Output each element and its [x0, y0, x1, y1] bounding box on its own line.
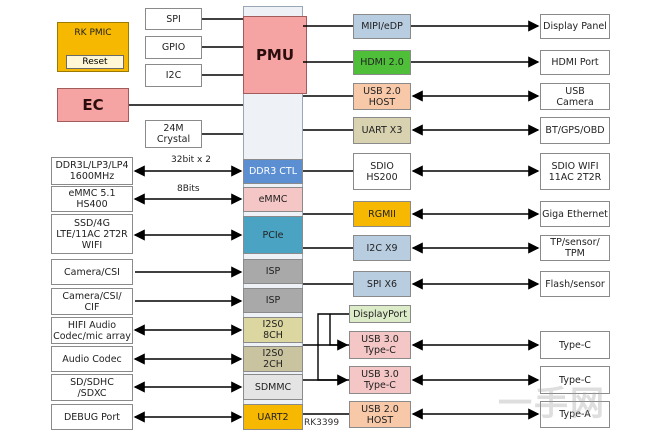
right-device-flash-sensor: Flash/sensor — [540, 271, 610, 297]
port-i2c-x9: I2C X9 — [353, 235, 411, 261]
left-device-audio-codec: Audio Codec — [51, 346, 133, 372]
left-device-debug-port: DEBUG Port — [51, 404, 133, 430]
port-mipi-edp: MIPI/eDP — [353, 14, 411, 39]
port-i2s0-8ch: I2S0 8CH — [243, 317, 303, 343]
port-uart-x3: UART X3 — [353, 117, 411, 144]
ddr-bus-label: 32bit x 2 — [171, 155, 211, 165]
port-emmc: eMMC — [243, 187, 303, 212]
reset-button[interactable]: Reset — [66, 55, 124, 69]
port-sdmmc: SDMMC — [243, 374, 303, 400]
rk-pmic-title: RK PMIC — [74, 28, 112, 38]
port-sdio: SDIO HS200 — [353, 153, 411, 190]
port-isp-1: ISP — [243, 259, 303, 284]
right-device-usb-camera: USB Camera — [540, 83, 610, 110]
left-device-emmc: eMMC 5.1 HS400 — [51, 186, 133, 212]
watermark: 一手网 — [498, 384, 606, 424]
right-device-type-c-1: Type-C — [540, 331, 610, 359]
port-i2s0-2ch: I2S0 2CH — [243, 346, 303, 372]
port-uart2: UART2 — [243, 404, 303, 430]
right-device-display-panel: Display Panel — [540, 14, 610, 39]
pmu-iface-i2c: I2C — [145, 64, 202, 87]
right-device-hdmi-port: HDMI Port — [540, 50, 610, 75]
left-device-hifi-audio: HIFI Audio Codec/mic array — [51, 317, 133, 344]
port-displayport: DisplayPort — [349, 305, 411, 323]
left-device-ssd-lte-wifi: SSD/4G LTE/11AC 2T2R WIFI — [51, 214, 133, 254]
port-usb2-host-1: USB 2.0 HOST — [353, 83, 411, 110]
emmc-bus-label: 8Bits — [177, 184, 200, 194]
right-device-type-c-2: Type-C — [540, 366, 610, 394]
port-usb3-typec-2: USB 3.0 Type-C — [349, 366, 411, 394]
right-device-bt-gps-obd: BT/GPS/OBD — [540, 117, 610, 144]
right-device-giga-ethernet: Giga Ethernet — [540, 201, 610, 227]
left-device-ddr: DDR3L/LP3/LP4 1600MHz — [51, 157, 133, 185]
port-pcie: PCIe — [243, 216, 303, 254]
right-device-sdio-wifi: SDIO WIFI 11AC 2T2R — [540, 153, 610, 190]
pmu-block: PMU — [243, 16, 307, 94]
rk3399-label: RK3399 — [304, 418, 340, 428]
port-spi-x6: SPI X6 — [353, 271, 411, 297]
crystal-block: 24M Crystal — [145, 120, 202, 148]
rk-pmic-block: RK PMIC Reset — [57, 22, 129, 72]
left-device-camera-csi-cif: Camera/CSI/ CIF — [51, 288, 133, 315]
left-device-sd-card: SD/SDHC /SDXC — [51, 374, 133, 401]
right-device-tp-sensor-tpm: TP/sensor/ TPM — [540, 235, 610, 261]
port-isp-2: ISP — [243, 288, 303, 313]
ec-block: EC — [57, 88, 129, 122]
pmu-iface-spi: SPI — [145, 8, 202, 30]
port-ddr3-ctl: DDR3 CTL — [243, 159, 303, 184]
port-usb2-host-2: USB 2.0 HOST — [349, 401, 411, 428]
port-hdmi: HDMI 2.0 — [353, 50, 411, 75]
port-usb3-typec-1: USB 3.0 Type-C — [349, 331, 411, 359]
right-device-type-a: Type-A — [540, 401, 610, 428]
pmu-iface-gpio: GPIO — [145, 36, 202, 59]
port-rgmii: RGMII — [353, 201, 411, 227]
left-device-camera-csi: Camera/CSI — [51, 259, 133, 285]
